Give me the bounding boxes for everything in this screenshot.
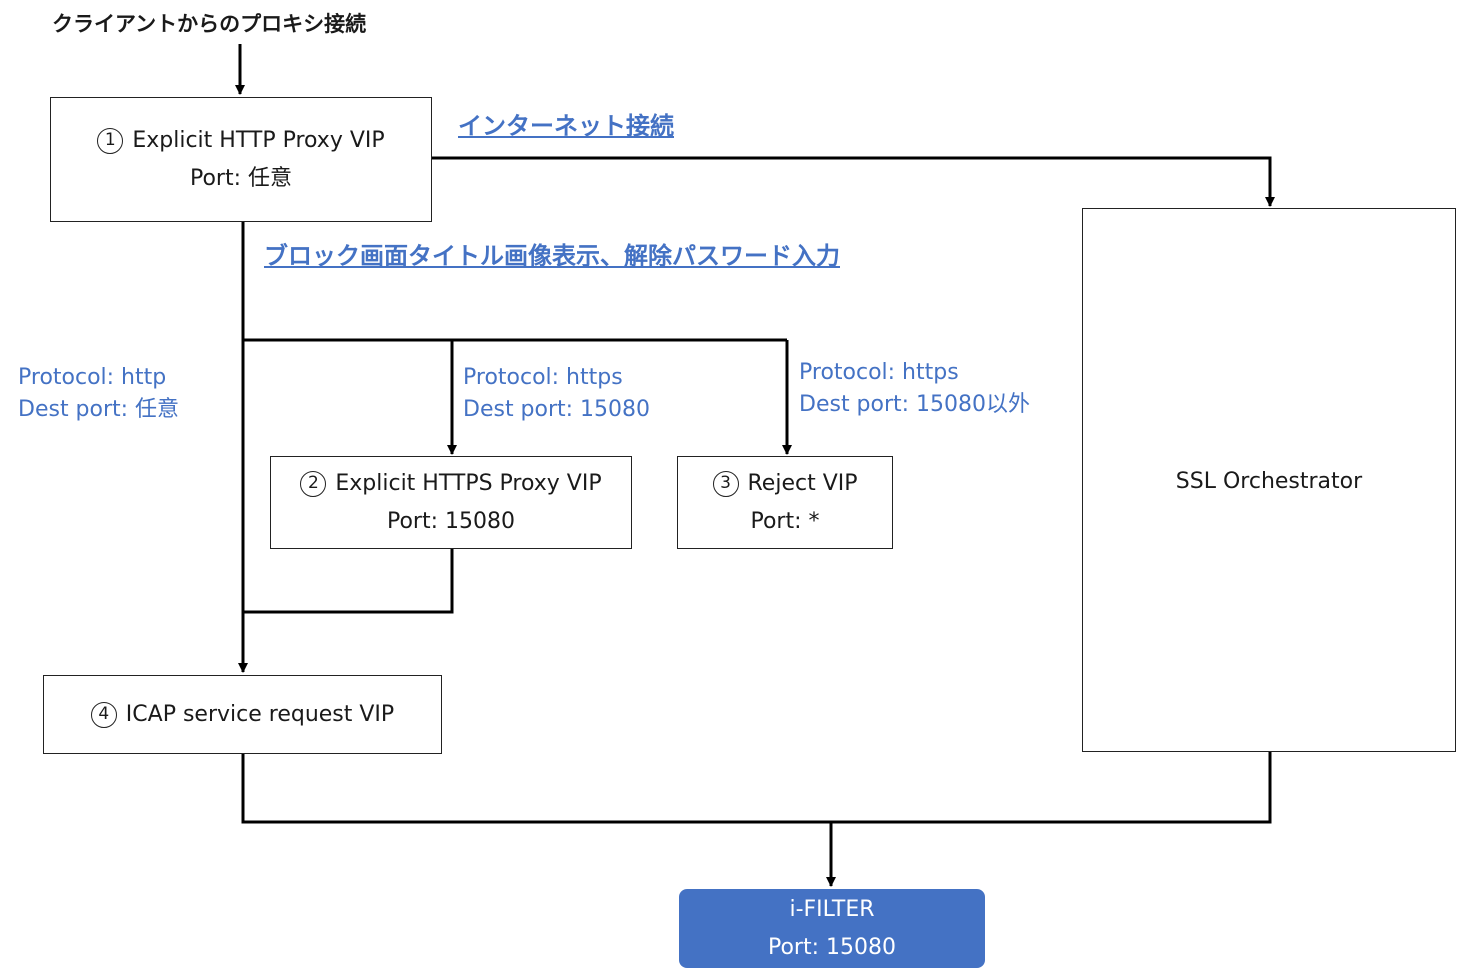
box4-to-merge xyxy=(241,752,1272,824)
i-filter-box: i-FILTER Port: 15080 xyxy=(679,889,985,968)
i-filter-title: i-FILTER xyxy=(789,896,875,922)
reject-port: Port: * xyxy=(750,508,820,534)
condition-https-15080-protocol: Protocol: https xyxy=(463,365,623,390)
arrow-box1-to-ssl xyxy=(431,156,1275,207)
ssl-orchestrator-title: SSL Orchestrator xyxy=(1175,469,1363,494)
client-proxy-connection-label: クライアントからのプロキシ接続 xyxy=(52,12,367,36)
condition-http-protocol: Protocol: http xyxy=(18,365,167,390)
icap-title: ICAP service request VIP xyxy=(125,701,395,727)
reject-vip-box: 3 Reject VIP Port: * xyxy=(677,456,893,549)
condition-https-15080-dest-port: Dest port: 15080 xyxy=(463,397,651,422)
number-2-icon: 2 xyxy=(300,470,327,497)
ssl-orchestrator-box: SSL Orchestrator xyxy=(1082,208,1456,752)
explicit-http-port: Port: 任意 xyxy=(189,165,293,191)
number-1-icon: 1 xyxy=(97,127,124,154)
explicit-https-proxy-vip-box: 2 Explicit HTTPS Proxy VIP Port: 15080 xyxy=(270,456,632,549)
condition-https-other: Protocol: https Dest port: 15080以外 xyxy=(799,357,1030,421)
reject-title: Reject VIP xyxy=(747,470,858,496)
number-3-icon: 3 xyxy=(712,470,739,497)
i-filter-port: Port: 15080 xyxy=(767,934,896,960)
explicit-http-proxy-vip-box: 1 Explicit HTTP Proxy VIP Port: 任意 xyxy=(50,97,432,222)
condition-http-dest-port: Dest port: 任意 xyxy=(18,397,180,422)
explicit-http-title: Explicit HTTP Proxy VIP xyxy=(132,127,385,153)
box2-to-trunk xyxy=(243,549,454,614)
icap-service-request-vip-box: 4 ICAP service request VIP xyxy=(43,675,442,754)
internet-connection-link[interactable]: インターネット接続 xyxy=(458,112,674,140)
condition-https-other-dest-port: Dest port: 15080以外 xyxy=(799,392,1031,417)
number-4-icon: 4 xyxy=(90,701,117,728)
condition-http: Protocol: http Dest port: 任意 xyxy=(18,362,179,426)
condition-https-15080: Protocol: https Dest port: 15080 xyxy=(463,362,650,426)
condition-https-other-protocol: Protocol: https xyxy=(799,360,959,385)
explicit-https-port: Port: 15080 xyxy=(386,508,515,534)
block-page-password-link[interactable]: ブロック画面タイトル画像表示、解除パスワード入力 xyxy=(264,242,840,270)
explicit-https-title: Explicit HTTPS Proxy VIP xyxy=(335,470,602,496)
